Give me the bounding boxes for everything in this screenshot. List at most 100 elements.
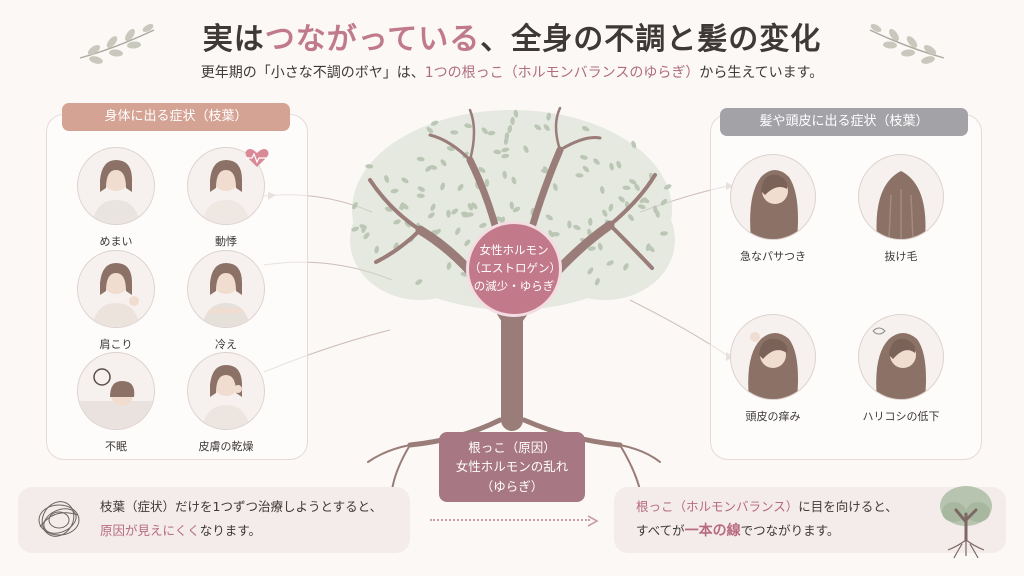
right-panel-label: 髪や頭皮に出る症状（枝葉） <box>720 108 968 136</box>
leaf <box>393 219 401 225</box>
leaf <box>507 125 513 133</box>
bottom-left-text: 枝葉（症状）だけを1つずつ治療しようとすると、 原因が見えにくくなります。 <box>100 495 382 543</box>
hormone-center-circle: 女性ホルモン （エストロゲン） の減少・ゆらぎ <box>466 221 562 317</box>
leaf <box>655 209 660 218</box>
leaf <box>660 231 668 236</box>
leaf <box>479 222 487 228</box>
bottom-left-rest: なります。 <box>199 523 262 538</box>
symptom-itchy-scalp: 頭皮の痒み <box>724 314 822 424</box>
tree-icon <box>940 486 992 559</box>
leaf <box>502 170 507 179</box>
symptom-dry-skin: 皮膚の乾燥 <box>182 352 270 454</box>
bottom-left-accent: 原因が見えにくく <box>100 523 200 538</box>
portrait-sudden-dryness <box>730 154 816 240</box>
leaf <box>464 239 471 247</box>
symptom-palpitation: 動悸 <box>182 147 270 249</box>
subtitle-accent: 1つの根っこ（ホルモンバランスのゆらぎ） <box>424 65 700 81</box>
leaf <box>660 198 668 206</box>
title-part1: 実は <box>202 22 265 57</box>
symptom-label: めまい <box>99 235 133 248</box>
leaf <box>464 123 473 129</box>
leaf <box>510 117 515 125</box>
leaf <box>629 179 637 185</box>
symptom-dizziness: めまい <box>72 147 160 249</box>
page-subtitle: 更年期の「小さな不調のボヤ」は、1つの根っこ（ホルモンバランスのゆらぎ）から生え… <box>0 62 1024 82</box>
leaf <box>582 165 590 173</box>
leaf <box>450 130 459 135</box>
root-cause-box: 根っこ（原因） 女性ホルモンの乱れ （ゆらぎ） <box>439 432 585 502</box>
leaf <box>512 206 521 213</box>
leaf <box>637 204 646 210</box>
leaf <box>352 202 358 210</box>
portrait-chill <box>187 250 265 328</box>
bottom-right-rest2: でつながります。 <box>740 523 840 538</box>
leaf <box>587 246 596 251</box>
center-line1: 女性ホルモン <box>479 243 549 258</box>
leaf <box>642 197 650 204</box>
leaf <box>534 124 542 131</box>
leaf <box>587 267 594 275</box>
leaf <box>363 232 370 240</box>
leaf <box>446 209 451 218</box>
leaf <box>478 167 486 173</box>
leaf <box>608 203 614 212</box>
title-accent: つながっている <box>264 22 481 57</box>
leaf <box>390 188 399 194</box>
page-title: 実はつながっている、全身の不調と髪の変化 <box>0 14 1024 58</box>
leaf <box>609 162 614 171</box>
leaf <box>523 145 529 153</box>
leaf <box>606 260 614 266</box>
leaf <box>580 155 588 160</box>
leaf <box>627 214 634 221</box>
subtitle-part2: から生えています。 <box>699 65 824 81</box>
sprig-icon-left <box>79 24 155 64</box>
leaf <box>351 226 360 232</box>
bottom-left-line1: 枝葉（症状）だけを1つずつ治療しようとすると、 <box>100 499 383 514</box>
arrow-right-icon <box>587 515 599 527</box>
leaf <box>616 160 622 169</box>
root-line1: 根っこ（原因） <box>468 439 556 455</box>
leaf <box>384 175 390 183</box>
root-line3: （ゆらぎ） <box>480 478 544 494</box>
leaf <box>501 153 510 159</box>
root-line2: 女性ホルモンの乱れ <box>455 459 569 475</box>
symptom-hair-loss: 抜け毛 <box>852 154 950 264</box>
leaf <box>359 224 368 230</box>
dotted-connector <box>430 519 590 523</box>
leaf <box>481 127 488 135</box>
symptom-label: ハリコシの低下 <box>862 410 940 423</box>
leaf <box>548 229 554 238</box>
symptom-loss-of-volume: ハリコシの低下 <box>852 314 950 424</box>
leaf <box>374 245 380 254</box>
leaf <box>634 183 640 191</box>
leaf <box>511 176 517 185</box>
leaf <box>593 158 600 165</box>
symptom-label: 動悸 <box>215 235 237 248</box>
leaf <box>399 202 405 211</box>
sprig-icon-right <box>869 24 945 64</box>
bottom-right-accent1: 根っこ（ホルモンバランス） <box>636 499 799 514</box>
leaf <box>457 183 464 191</box>
portrait-itchy-scalp <box>730 314 816 400</box>
tangle-icon <box>38 501 80 537</box>
leaf <box>663 184 672 190</box>
leaf <box>471 202 478 210</box>
bottom-left-box <box>18 487 410 553</box>
leaf <box>600 186 605 194</box>
leaf <box>415 279 423 285</box>
leaf <box>446 146 455 152</box>
leaf <box>597 242 603 251</box>
leaf <box>618 196 626 203</box>
leaf <box>404 220 411 228</box>
leaf <box>446 261 452 270</box>
symptom-label: 冷え <box>215 338 237 351</box>
leaf <box>417 186 425 192</box>
portrait-insomnia <box>77 352 155 430</box>
leaf <box>451 208 459 215</box>
leaf <box>542 166 549 174</box>
leaf <box>631 140 637 149</box>
leaf <box>623 263 629 271</box>
left-panel-label: 身体に出る症状（枝葉） <box>62 103 290 131</box>
leaf <box>509 201 515 210</box>
leaf <box>575 173 584 178</box>
